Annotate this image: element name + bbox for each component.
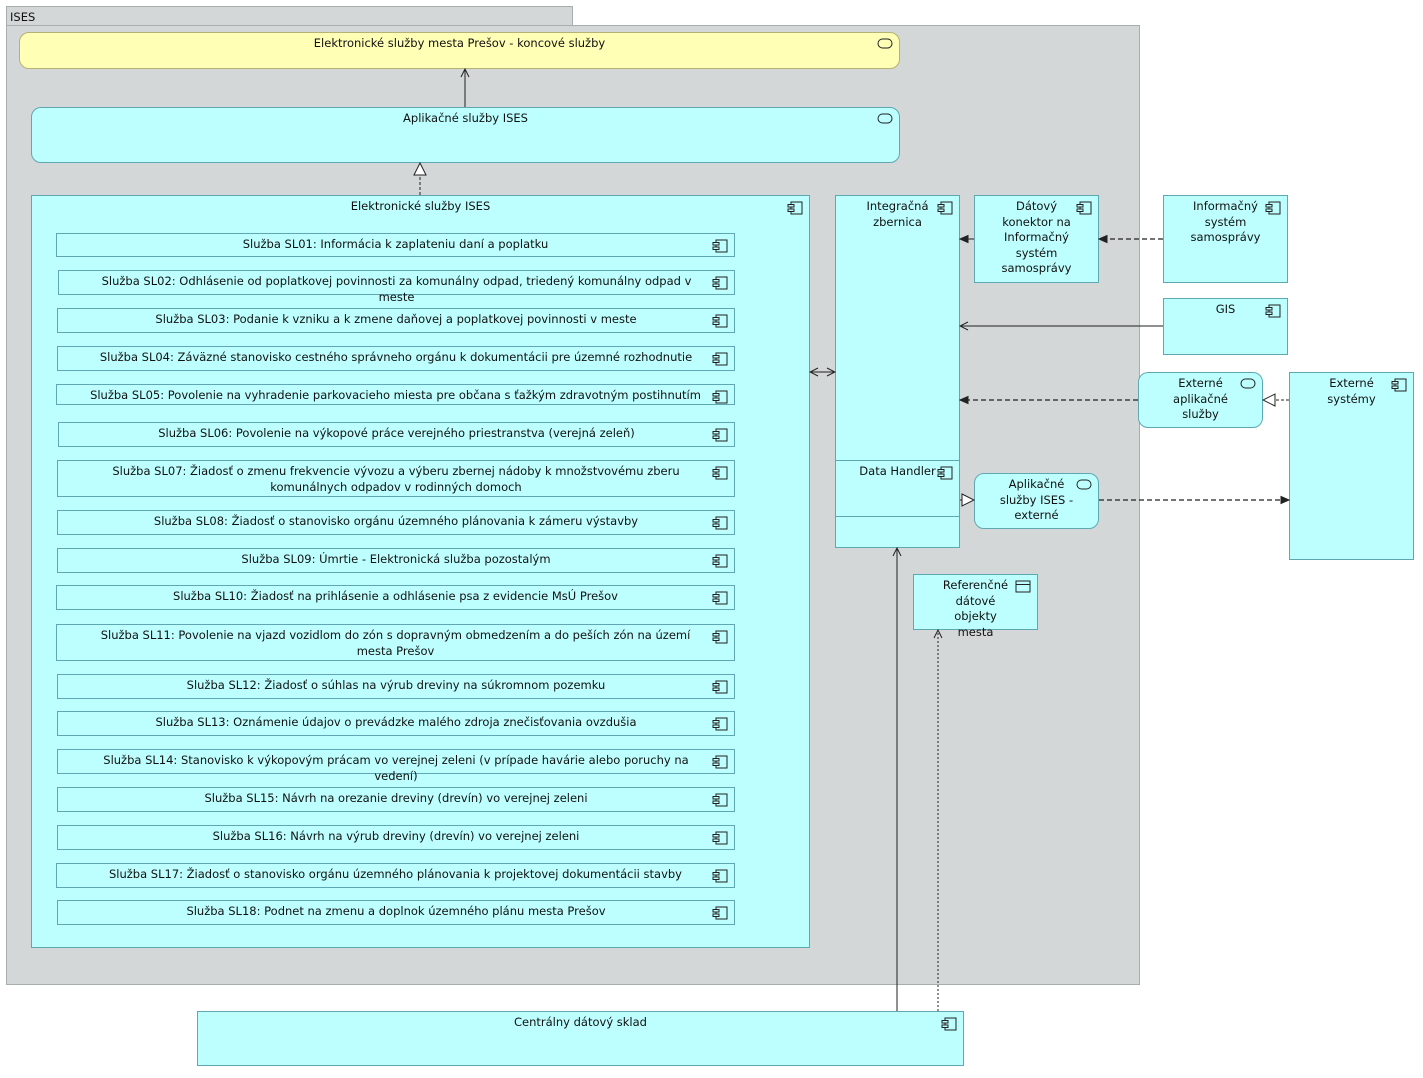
component-icon [712, 793, 728, 807]
node-e-services-label: Elektronické služby ISES [350, 199, 491, 213]
service-sl03[interactable]: Služba SL03: Podanie k vzniku a k zmene … [57, 308, 735, 333]
node-data-handler-label: Data Handler [859, 464, 936, 478]
component-icon [712, 869, 728, 883]
service-sl01-label: Služba SL01: Informácia k zaplateniu dan… [242, 237, 549, 251]
component-icon [712, 352, 728, 366]
node-ext-app-services-label: Externé aplikačné služby [1173, 376, 1228, 421]
service-sl13-label: Služba SL13: Oznámenie údajov o prevádzk… [155, 715, 637, 729]
service-sl04-label: Služba SL04: Záväzné stanovisko cestného… [99, 350, 693, 364]
service-sl09-label: Služba SL09: Úmrtie - Elektronická služb… [241, 552, 551, 566]
service-sl07-label: Služba SL07: Žiadosť o zmenu frekvencie … [112, 464, 680, 494]
component-icon [712, 239, 728, 253]
service-sl06-label: Služba SL06: Povolenie na výkopové práce… [158, 426, 635, 440]
component-icon [1076, 201, 1092, 215]
component-icon [712, 390, 728, 404]
service-icon [1076, 479, 1092, 493]
service-sl18-label: Služba SL18: Podnet na zmenu a doplnok ú… [186, 904, 606, 918]
service-sl18[interactable]: Služba SL18: Podnet na zmenu a doplnok ú… [57, 900, 735, 925]
component-icon [712, 831, 728, 845]
component-icon [1265, 304, 1281, 318]
component-icon [712, 755, 728, 769]
component-icon [937, 466, 953, 480]
service-sl09[interactable]: Služba SL09: Úmrtie - Elektronická služb… [57, 548, 735, 573]
node-ext-systems[interactable]: Externé systémy [1289, 372, 1414, 560]
service-icon [877, 38, 893, 52]
component-icon [941, 1017, 957, 1031]
service-sl11-label: Služba SL11: Povolenie na vjazd vozidlom… [100, 628, 691, 658]
node-is-samospravy-label: Informačný systém samosprávy [1190, 199, 1261, 244]
node-gis-label: GIS [1215, 302, 1236, 316]
service-sl05-label: Služba SL05: Povolenie na vyhradenie par… [90, 388, 701, 402]
service-sl17[interactable]: Služba SL17: Žiadosť o stanovisko orgánu… [56, 863, 735, 888]
node-ref-data[interactable]: Referenčné dátové objekty mesta [913, 574, 1038, 639]
service-sl05[interactable]: Služba SL05: Povolenie na vyhradenie par… [56, 384, 735, 405]
node-ext-app-services[interactable]: Externé aplikačné služby [1138, 372, 1263, 428]
component-icon [712, 276, 728, 290]
service-sl16-label: Služba SL16: Návrh na výrub dreviny (dre… [212, 829, 580, 843]
service-sl14[interactable]: Služba SL14: Stanovisko k výkopovým prác… [57, 749, 735, 783]
node-data-connector-label: Dátový konektor na Informačný systém sam… [1001, 199, 1072, 275]
service-icon [1240, 378, 1256, 392]
service-sl12-label: Služba SL12: Žiadosť o súhlas na výrub d… [186, 678, 606, 692]
service-sl02-label: Služba SL02: Odhlásenie od poplatkovej p… [101, 274, 692, 304]
node-app-services-ext[interactable]: Aplikačné služby ISES - externé [974, 473, 1099, 529]
component-icon [712, 591, 728, 605]
service-sl17-label: Služba SL17: Žiadosť o stanovisko orgánu… [108, 867, 682, 881]
service-sl11[interactable]: Služba SL11: Povolenie na vjazd vozidlom… [56, 624, 735, 661]
service-sl08-label: Služba SL08: Žiadosť o stanovisko orgánu… [153, 514, 639, 528]
component-icon [787, 201, 803, 215]
service-sl03-label: Služba SL03: Podanie k vzniku a k zmene … [155, 312, 637, 326]
node-gis[interactable]: GIS [1163, 298, 1288, 355]
service-sl06[interactable]: Služba SL06: Povolenie na výkopové práce… [58, 422, 735, 447]
service-sl02[interactable]: Služba SL02: Odhlásenie od poplatkovej p… [58, 270, 735, 304]
component-icon [712, 466, 728, 480]
component-icon [712, 554, 728, 568]
service-sl15-label: Služba SL15: Návrh na orezanie dreviny (… [204, 791, 588, 805]
service-sl10[interactable]: Služba SL10: Žiadosť na prihlásenie a od… [56, 585, 735, 610]
service-sl16[interactable]: Služba SL16: Návrh na výrub dreviny (dre… [57, 825, 735, 850]
service-sl12[interactable]: Služba SL12: Žiadosť o súhlas na výrub d… [57, 674, 735, 699]
node-app-services-ext-label: Aplikačné služby ISES - externé [999, 477, 1074, 522]
component-icon [712, 717, 728, 731]
service-sl14-label: Služba SL14: Stanovisko k výkopovým prác… [103, 753, 689, 783]
component-icon [712, 906, 728, 920]
component-icon [1265, 201, 1281, 215]
node-central-store[interactable]: Centrálny dátový sklad [197, 1011, 964, 1066]
group-ises-tab[interactable]: ISES [6, 6, 573, 26]
node-data-connector[interactable]: Dátový konektor na Informačný systém sam… [974, 195, 1099, 283]
component-icon [1391, 378, 1407, 392]
component-icon [712, 680, 728, 694]
node-top-service[interactable]: Elektronické služby mesta Prešov - konco… [19, 32, 900, 69]
component-icon [937, 201, 953, 215]
service-sl13[interactable]: Služba SL13: Oznámenie údajov o prevádzk… [57, 711, 735, 736]
service-sl10-label: Služba SL10: Žiadosť na prihlásenie a od… [173, 589, 618, 603]
component-icon [712, 630, 728, 644]
component-icon [712, 516, 728, 530]
component-icon [712, 428, 728, 442]
node-ref-data-label: Referenčné dátové objekty mesta [942, 578, 1009, 639]
node-top-service-label: Elektronické služby mesta Prešov - konco… [313, 36, 606, 50]
node-app-services[interactable]: Aplikačné služby ISES [31, 107, 900, 163]
service-sl15[interactable]: Služba SL15: Návrh na orezanie dreviny (… [57, 787, 735, 812]
service-sl07[interactable]: Služba SL07: Žiadosť o zmenu frekvencie … [57, 460, 735, 497]
node-app-services-label: Aplikačné služby ISES [403, 111, 528, 125]
data-object-icon [1015, 580, 1031, 594]
node-is-samospravy[interactable]: Informačný systém samosprávy [1163, 195, 1288, 283]
group-ises-label: ISES [10, 10, 36, 24]
service-sl04[interactable]: Služba SL04: Záväzné stanovisko cestného… [57, 346, 735, 371]
service-sl01[interactable]: Služba SL01: Informácia k zaplateniu dan… [56, 233, 735, 257]
node-central-store-label: Centrálny dátový sklad [514, 1015, 647, 1029]
node-ext-systems-label: Externé systémy [1327, 376, 1376, 406]
node-data-handler[interactable]: Data Handler [835, 460, 960, 517]
node-integration-bus-label: Integračná zbernica [866, 199, 929, 229]
component-icon [712, 314, 728, 328]
service-icon [877, 113, 893, 127]
service-sl08[interactable]: Služba SL08: Žiadosť o stanovisko orgánu… [57, 510, 735, 535]
